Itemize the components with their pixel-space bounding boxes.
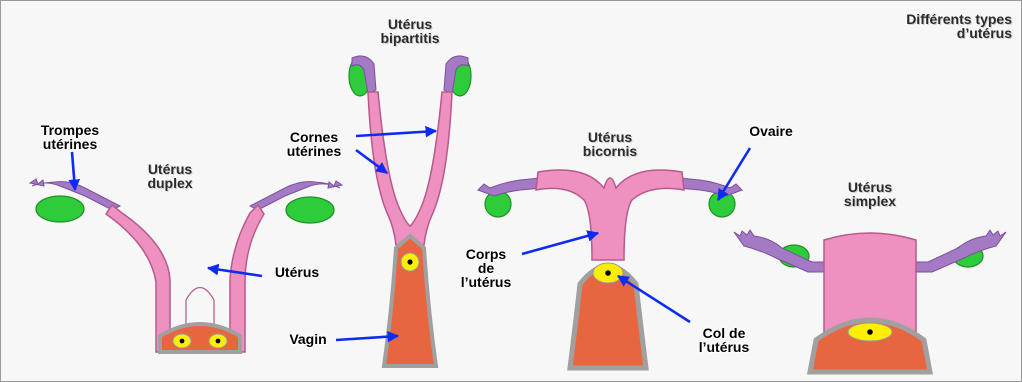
label-uterus-duplex: Utérus duplex (130, 162, 210, 190)
trompes-line1: Trompes (25, 123, 115, 137)
col-line1: Col de (674, 326, 774, 340)
title-line2: d’utérus (830, 26, 1012, 40)
label-col-uterus: Col de l’utérus (674, 326, 774, 354)
corps-line3: l’utérus (446, 275, 526, 289)
duplex-line2: duplex (130, 176, 210, 190)
diagram-title: Différents types d’utérus (830, 12, 1012, 40)
label-uterus-bicornis: Utérus bicornis (565, 130, 655, 158)
uterus-body-bicornis (536, 170, 684, 260)
left-tube-simplex (734, 230, 826, 272)
bipartitis-line1: Utérus (360, 17, 460, 31)
bicornis-line2: bicornis (565, 144, 655, 158)
label-vagin: Vagin (278, 332, 338, 346)
simplex-line1: Utérus (830, 180, 910, 194)
label-ovaire: Ovaire (736, 124, 806, 138)
cornes-line2: utérines (270, 144, 358, 158)
vagin-text: Vagin (278, 332, 338, 346)
right-ovary-duplex (286, 197, 334, 223)
uterus-bipartitis-figure (349, 56, 471, 366)
ovaire-text: Ovaire (736, 124, 806, 138)
cornes-line1: Cornes (270, 130, 358, 144)
title-line1: Différents types (830, 12, 1012, 26)
trompes-line2: utérines (25, 137, 115, 151)
label-uterus: Utérus (262, 265, 332, 279)
duplex-line1: Utérus (130, 162, 210, 176)
col-line2: l’utérus (674, 340, 774, 354)
left-tube-bicornis (478, 178, 542, 196)
uterus-simplex-figure (734, 230, 1006, 372)
left-fimbria-duplex (30, 179, 44, 186)
label-cornes-uterines: Cornes utérines (270, 130, 358, 158)
left-ovary-duplex (36, 196, 84, 222)
uterus-text: Utérus (262, 265, 332, 279)
bicornis-line1: Utérus (565, 130, 655, 144)
arrow-corps (522, 233, 598, 254)
simplex-line2: simplex (830, 194, 910, 208)
corps-line1: Corps (446, 247, 526, 261)
label-uterus-simplex: Utérus simplex (830, 180, 910, 208)
corps-line2: de (446, 261, 526, 275)
label-uterus-bipartitis: Utérus bipartitis (360, 17, 460, 45)
bipartitis-line2: bipartitis (360, 31, 460, 45)
label-corps-uterus: Corps de l’utérus (446, 247, 526, 289)
arrow-cornes-right (356, 131, 436, 136)
right-tube-bicornis (678, 178, 742, 196)
vagina-duplex (160, 324, 240, 352)
right-fimbria-duplex (328, 181, 342, 188)
label-trompes-uterines: Trompes utérines (25, 123, 115, 151)
